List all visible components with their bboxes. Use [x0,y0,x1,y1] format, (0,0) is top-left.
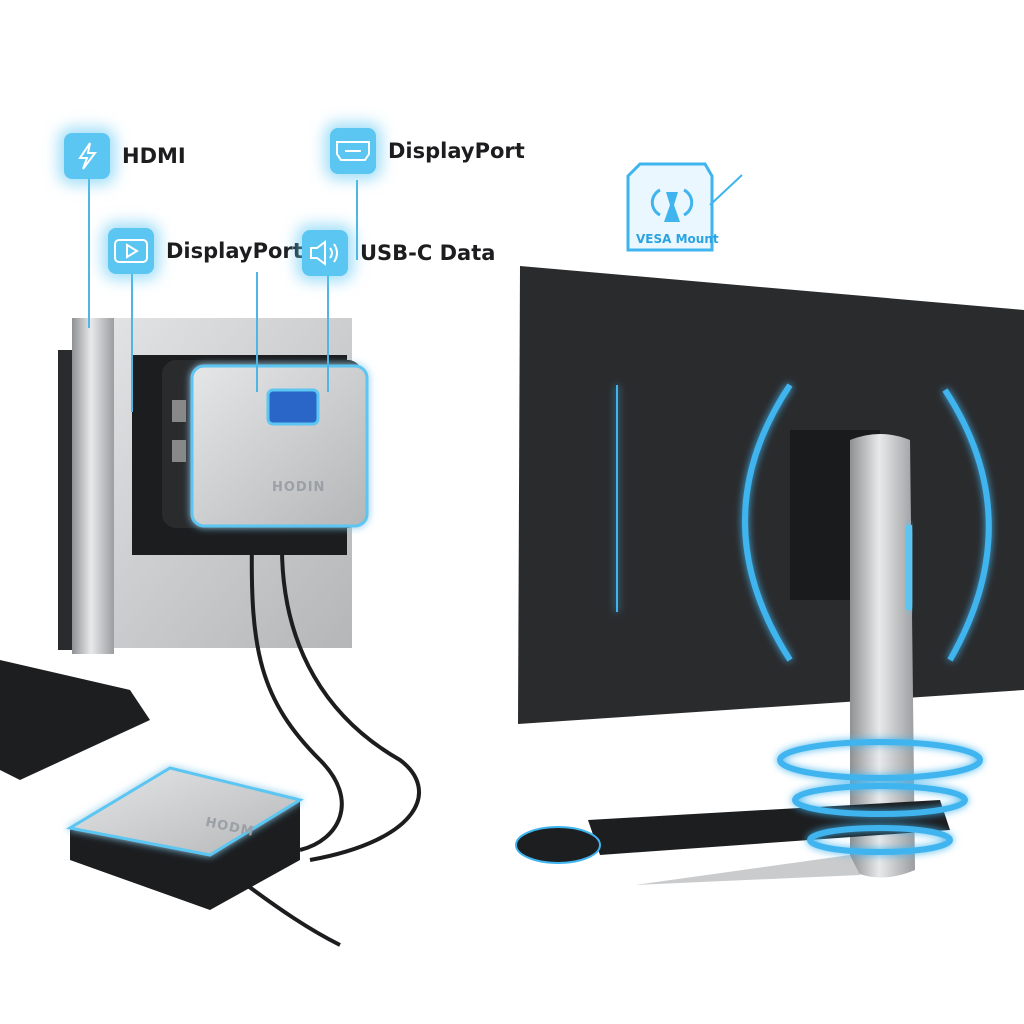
displayport-leader-1 [131,272,133,412]
hub [65,766,304,910]
hdmi-leader [88,178,90,328]
callout-label: DisplayPort [166,239,303,263]
vesa-mount-label: VESA Mount [636,232,719,246]
keyboard-left [0,660,150,780]
dock-brand-etching: HODIN [272,480,326,495]
callout-displayport: DisplayPort [108,228,303,274]
port-icon [330,128,376,174]
displayport-leader-2 [256,272,258,392]
callout-usbc: USB-C Data [302,230,495,276]
lightning-icon [64,133,110,179]
play-icon [108,228,154,274]
speaker-icon [302,230,348,276]
callout-label: HDMI [122,144,186,168]
rotation-arrows [616,383,992,855]
displayport-top-leader [356,180,358,260]
usbc-leader [327,272,329,392]
front-monitor [515,266,1024,885]
cables [238,539,421,947]
callout-label: DisplayPort [388,139,525,163]
callout-hdmi: HDMI [64,133,186,179]
callout-label: USB-C Data [360,241,496,265]
docking-station [162,360,369,528]
vesa-badge [626,162,743,252]
callout-displayport-top: DisplayPort [330,128,525,174]
